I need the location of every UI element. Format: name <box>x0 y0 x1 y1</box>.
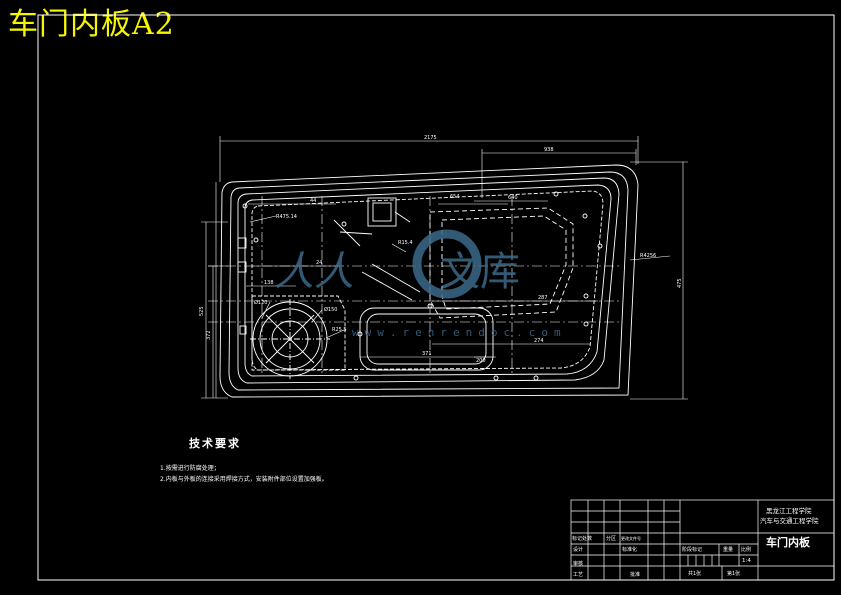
zone-label: 分区 <box>606 535 616 542</box>
dim-200: 200 <box>476 358 486 364</box>
dim-height-right: 475 <box>677 278 683 288</box>
dim-dia-hole: Ø120 <box>254 299 267 306</box>
approve-label: 批准 <box>630 571 640 578</box>
sheet-num: 第1张 <box>727 570 740 577</box>
dim-654: 654 <box>450 194 460 200</box>
process-label: 工艺 <box>573 572 583 578</box>
mark-label: 标记处数 <box>572 535 592 542</box>
speaker-pocket <box>251 295 346 371</box>
panel-contour-4 <box>244 184 612 377</box>
hole-2 <box>341 221 347 227</box>
panel-contour-3 <box>237 177 620 384</box>
dim-dia-hole2: Ø150 <box>324 306 337 313</box>
lower-opening <box>359 307 494 371</box>
panel-inner-contour <box>251 190 604 371</box>
institution-line2: 汽车与交通工程学院 <box>760 516 819 525</box>
dim-top-span: 938 <box>544 147 554 153</box>
dim-radius-small: R25.5 <box>332 327 347 333</box>
hinge-tab-2 <box>237 261 247 273</box>
diag-feature-2 <box>371 263 421 293</box>
doc-label: 更改文件号 <box>621 535 641 541</box>
watermark-right-text: 文库 <box>440 249 520 295</box>
notes-heading: 技术要求 <box>189 436 241 450</box>
title-block-texts: 黑龙江工程学院 汽车与交通工程学院 车门内板 阶段标记 重量 比例 1:4 共1… <box>572 506 819 578</box>
dimension-texts: 2175 938 640 654 44 24 138 287 274 371 2… <box>199 135 683 364</box>
hole-12 <box>242 203 248 209</box>
diag-feature-1 <box>361 271 413 301</box>
diag-feature-3 <box>333 219 361 247</box>
hole-6 <box>583 293 589 299</box>
review-label: 审核 <box>573 560 583 567</box>
watermark-logo-ring <box>412 229 482 299</box>
panel-contour-2 <box>228 171 629 391</box>
dim-radius-large: R4256 <box>640 253 656 259</box>
panel-outer-contour <box>219 164 639 398</box>
sheet-border <box>37 14 835 581</box>
col-scale: 比例 <box>741 546 751 553</box>
col-stage: 阶段标记 <box>682 546 702 553</box>
hole-11 <box>357 331 363 337</box>
speaker-diag-2 <box>265 314 315 364</box>
sheet-total: 共1张 <box>688 570 701 577</box>
hole-9 <box>493 375 499 381</box>
dimension-lines <box>201 136 688 400</box>
lower-opening-inner <box>366 313 487 365</box>
col-weight: 重量 <box>723 546 733 553</box>
hole-8 <box>353 375 359 381</box>
diag-feature-4 <box>339 231 373 235</box>
dim-371: 371 <box>422 351 432 357</box>
watermark: 人人 文库 www.renrendoc.com <box>274 229 567 339</box>
dim-height-left2: 372 <box>206 330 212 340</box>
watermark-url: www.renrendoc.com <box>352 326 567 339</box>
std-label: 标准化 <box>622 546 637 553</box>
part-name: 车门内板 <box>766 535 811 549</box>
dim-274: 274 <box>534 338 544 344</box>
hole-7 <box>583 321 589 327</box>
hole-4 <box>582 213 588 219</box>
dim-height-left1: 525 <box>199 306 205 316</box>
hole-1 <box>253 237 259 243</box>
institution-line1: 黑龙江工程学院 <box>766 506 812 515</box>
title-block <box>570 499 835 581</box>
sheet-title: 车门内板A2 <box>8 7 175 42</box>
upper-recess <box>429 207 574 319</box>
dim-138: 138 <box>264 280 274 286</box>
dim-24: 24 <box>316 260 322 266</box>
top-small-rect-inner <box>372 202 392 222</box>
hole-5 <box>597 243 603 249</box>
hinge-tab-1 <box>237 237 247 249</box>
dim-287: 287 <box>538 295 548 301</box>
diag-feature-5 <box>394 211 411 223</box>
dim-640: 640 <box>508 195 518 201</box>
watermark-left-text: 人人 <box>274 249 354 295</box>
top-small-rect <box>367 197 397 227</box>
scale-value: 1:4 <box>742 558 751 564</box>
dim-radius-left: R475.14 <box>276 214 297 220</box>
dim-44: 44 <box>310 198 316 204</box>
dim-radius-hole: R15.4 <box>398 240 413 246</box>
hinge-tab-3 <box>239 325 247 335</box>
dim-overall-width: 2175 <box>424 135 437 141</box>
notes-item-1: 1.按需进行防腐处理； <box>160 464 220 472</box>
notes-item-2: 2.内板与外板的连接采用焊接方式，安装附件部位设置加强板。 <box>160 475 328 483</box>
hole-3 <box>553 191 559 197</box>
hole-10 <box>533 375 539 381</box>
design-label: 设计 <box>573 546 583 553</box>
